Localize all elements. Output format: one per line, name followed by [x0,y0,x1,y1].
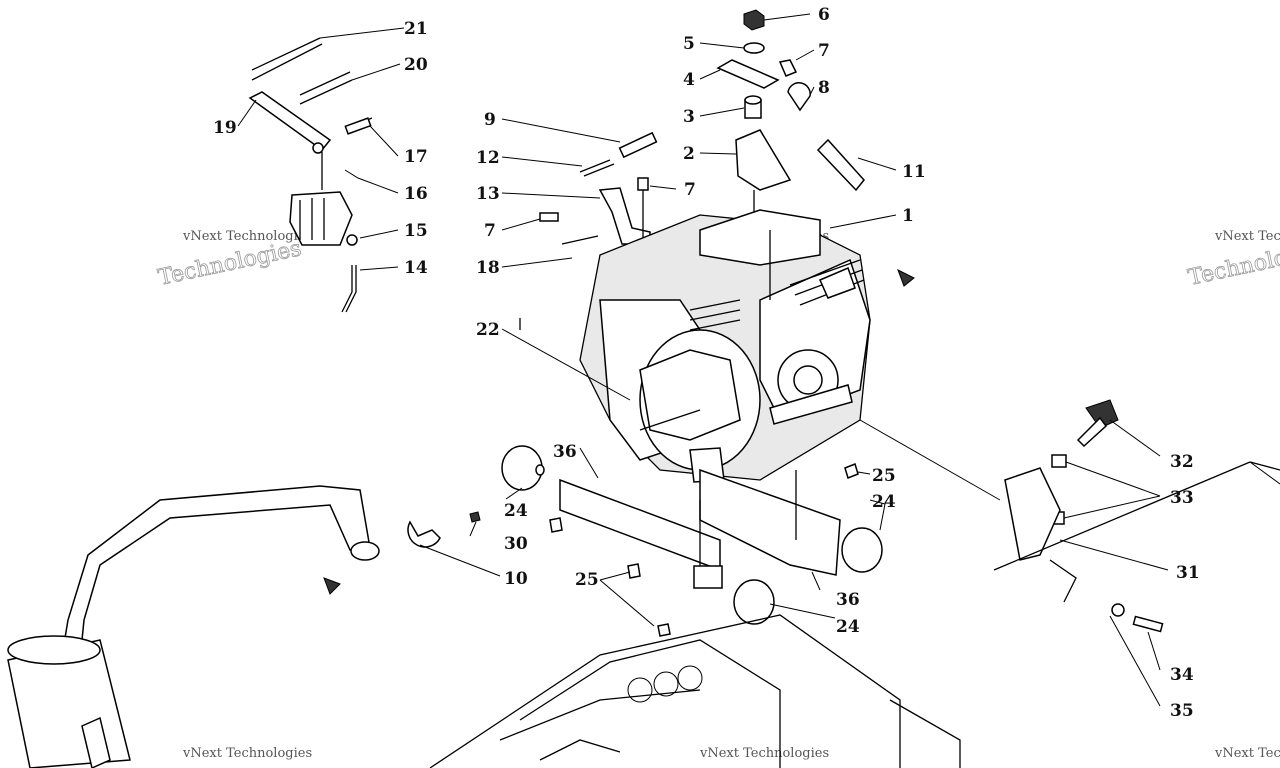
callout-3: 3 [683,107,695,127]
callout-31: 31 [1176,563,1200,583]
callout-36: 36 [553,442,577,462]
watermark-text: vNext Technologies [1214,229,1280,244]
watermark-text: Technologies [1186,236,1280,291]
engine-mounts [501,445,883,637]
direction-arrow-icon [897,268,915,287]
callout-19: 19 [213,118,237,138]
callout-4: 4 [683,70,695,90]
callout-15: 15 [404,221,428,241]
callout-2: 2 [683,144,695,164]
callout-7: 7 [684,180,696,200]
callout-24: 24 [504,501,528,521]
callout-22: 22 [476,320,500,340]
callout-7: 7 [484,221,496,241]
watermark-text: vNext Technologies [182,746,312,761]
callout-13: 13 [476,184,500,204]
callout-7: 7 [818,41,830,61]
callout-14: 14 [404,258,428,278]
callout-5: 5 [683,34,695,54]
callout-35: 35 [1170,701,1194,721]
watermark-text: vNext Technologies [182,229,312,244]
watermark-text: vNext Technologies [1214,746,1280,761]
callout-25: 25 [872,466,896,486]
callout-8: 8 [818,78,830,98]
callout-33: 33 [1170,488,1194,508]
callout-24: 24 [872,492,896,512]
callout-16: 16 [404,184,428,204]
callout-12: 12 [476,148,500,168]
callout-30: 30 [504,534,528,554]
watermark-text: Technologies [156,236,304,291]
callout-34: 34 [1170,665,1194,685]
callout-18: 18 [476,258,500,278]
callout-36: 36 [836,590,860,610]
callout-17: 17 [404,147,428,167]
callout-9: 9 [484,110,496,130]
chassis-frame [429,614,961,768]
exhaust-muffler [7,485,481,768]
leader-lines [237,13,1280,707]
callout-25: 25 [575,570,599,590]
engine-block [579,138,871,483]
callout-11: 11 [902,162,926,182]
direction-arrow-icon [323,577,341,595]
callout-32: 32 [1170,452,1194,472]
callout-1: 1 [902,206,914,226]
callout-labels: 21 20 19 17 16 15 14 6 5 4 3 2 7 8 11 1 … [213,5,1200,721]
watermark-text: vNext Technologies [699,746,829,761]
right-bracket [993,399,1280,633]
callout-6: 6 [818,5,830,25]
callout-20: 20 [404,55,428,75]
top-hardware [716,9,811,214]
callout-10: 10 [504,569,528,589]
callout-24: 24 [836,617,860,637]
callout-21: 21 [404,19,428,39]
throttle-linkage [248,37,373,313]
